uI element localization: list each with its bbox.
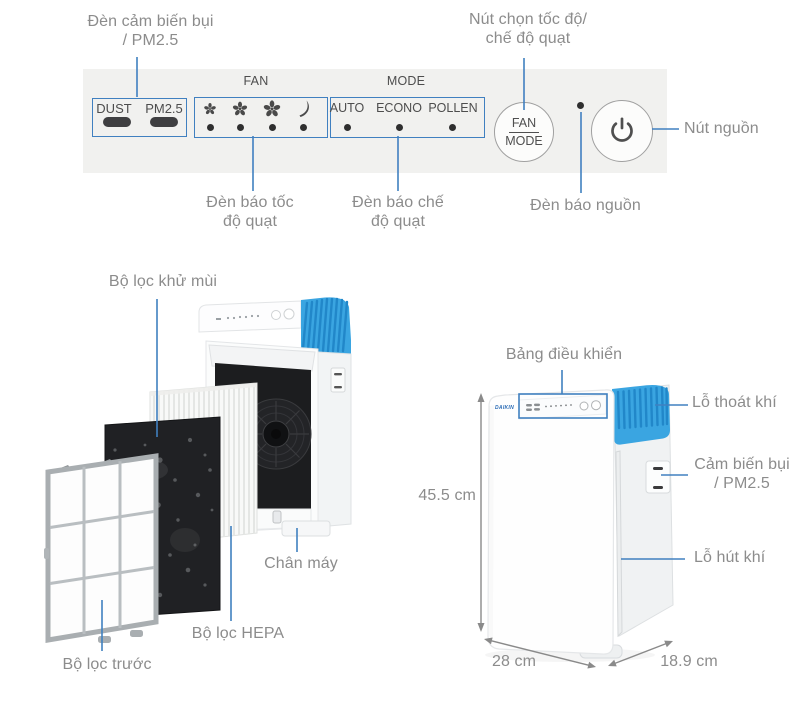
- fan-speed-2-icon: [232, 101, 248, 117]
- power-icon: [611, 117, 633, 142]
- product-outlet-ribs: [616, 386, 669, 430]
- power-button: [591, 100, 653, 162]
- dust-indicator-group-box: [92, 98, 187, 137]
- mode-pollen-label: POLLEN: [428, 101, 478, 115]
- fan-section-label: FAN: [243, 74, 269, 88]
- dust-indicator-label: DUST: [96, 101, 132, 116]
- brand-logo: DAIKIN: [495, 405, 514, 411]
- control-panel-callout-box: [518, 393, 608, 419]
- fan-indicator-group-box: [194, 97, 328, 138]
- fan-speed-1-light: [207, 124, 214, 131]
- callout-stand: Chân máy: [264, 555, 338, 572]
- callout-dust-sensor: Cảm biến bụi / PM2.5: [694, 456, 790, 492]
- dimension-arrows: [477, 393, 673, 669]
- fan-speed-1-icon: [203, 102, 217, 115]
- power-indicator-light: [577, 102, 584, 109]
- callout-air-inlet: Lỗ hút khí: [694, 549, 766, 566]
- hepa-filter-illustration: [149, 382, 258, 546]
- product-dust-sensor: [645, 460, 671, 494]
- fan-speed-3-light: [269, 124, 276, 131]
- fan-mode-button: FAN MODE: [494, 102, 554, 162]
- mode-auto-light: [344, 124, 351, 131]
- callout-deodorizing-filter: Bộ lọc khử mùi: [108, 273, 218, 290]
- callout-pre-filter: Bộ lọc trước: [62, 656, 152, 673]
- product-air-inlet-groove: [615, 450, 623, 638]
- fan-mode-button-bottom-label: MODE: [505, 133, 543, 148]
- dimension-height: 45.5 cm: [418, 487, 476, 504]
- carbon-filter-illustration: [104, 416, 221, 619]
- pm25-indicator-light: [150, 117, 178, 127]
- mode-econo-label: ECONO: [376, 101, 422, 115]
- product-unit-illustration: DAIKIN: [485, 384, 674, 662]
- callout-dust-sensor-light: Đèn cảm biến bụi / PM2.5: [87, 13, 214, 49]
- dust-indicator-light: [103, 117, 131, 127]
- mode-section-label: MODE: [386, 74, 426, 88]
- exploded-purifier-body: [198, 297, 352, 537]
- callout-power-light: Đèn báo nguồn: [530, 197, 641, 214]
- fan-speed-4-light: [300, 124, 307, 131]
- callout-power-button: Nút nguồn: [684, 120, 759, 137]
- callout-air-outlet: Lỗ thoát khí: [692, 394, 777, 411]
- pre-filter-illustration: [44, 453, 159, 643]
- callout-control-panel: Bảng điều khiển: [505, 346, 623, 363]
- quiet-fan-mode-icon: [299, 100, 309, 117]
- pm25-indicator-label: PM2.5: [145, 101, 183, 116]
- callout-fan-speed-light: Đèn báo tốc độ quạt: [206, 194, 294, 230]
- mode-indicator-group-box: [330, 97, 485, 138]
- fan-mode-button-top-label: FAN: [508, 115, 540, 133]
- callout-mode-light: Đèn báo chế độ quạt: [352, 194, 444, 230]
- callout-hepa-filter: Bộ lọc HEPA: [191, 625, 285, 642]
- product-control-panel-strip: [518, 394, 607, 420]
- product-air-outlet: [612, 385, 670, 445]
- mode-econo-light: [396, 124, 403, 131]
- product-center-foot: [579, 644, 623, 659]
- mode-pollen-light: [449, 124, 456, 131]
- internal-fan: [240, 398, 312, 470]
- control-panel-surface: [83, 69, 667, 173]
- exploded-unit-illustration: [44, 297, 352, 643]
- fan-speed-2-light: [237, 124, 244, 131]
- mode-auto-label: AUTO: [329, 101, 365, 115]
- dimension-width: 28 cm: [491, 653, 537, 670]
- dimension-depth: 18.9 cm: [660, 653, 718, 670]
- fan-speed-3-icon: [263, 100, 281, 118]
- exploded-outlet-ribs: [301, 297, 349, 353]
- exploded-stand-foot: [281, 520, 331, 537]
- product-front-foot: [516, 637, 548, 650]
- callout-fan-mode-button: Nút chọn tốc độ/ chế độ quạt: [468, 11, 588, 47]
